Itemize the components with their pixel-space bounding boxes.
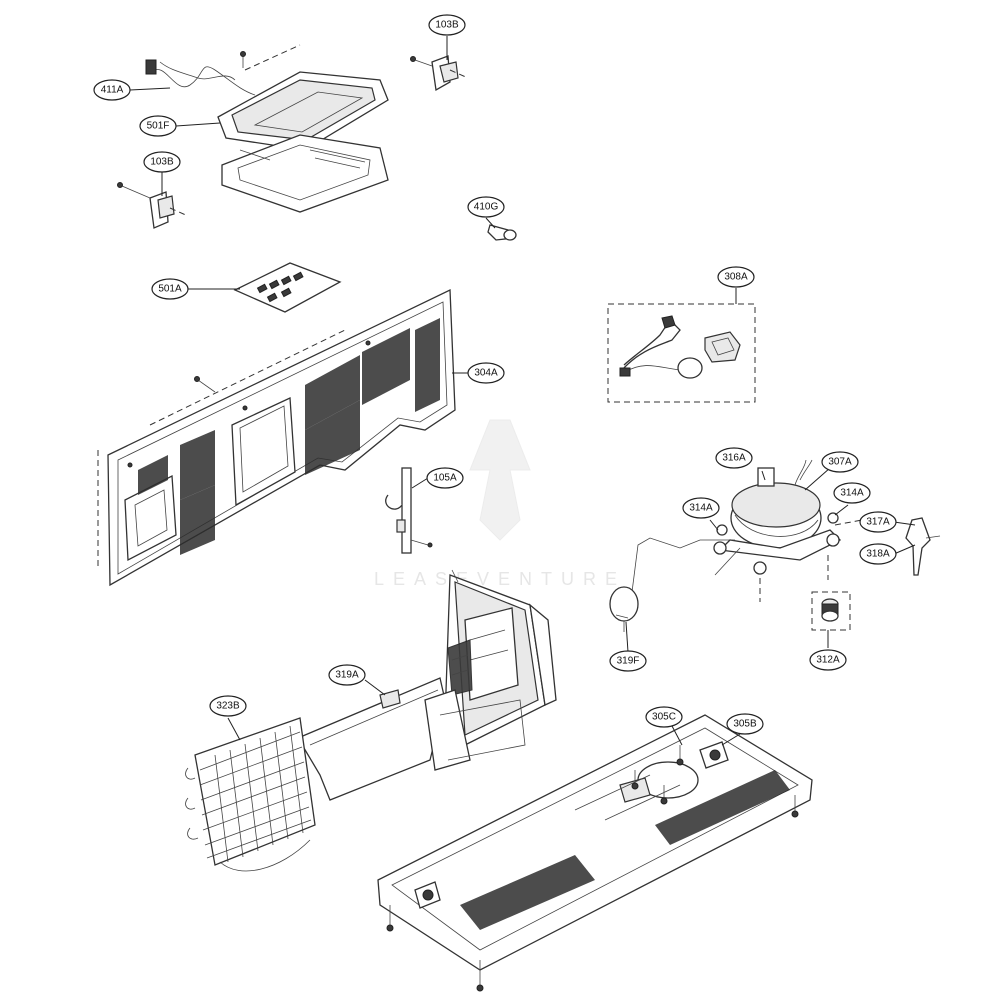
grommet-312A xyxy=(811,591,851,631)
callout-label: 312A xyxy=(816,655,840,666)
callout-501A: 501A xyxy=(151,278,189,300)
callout-label: 318A xyxy=(866,549,890,560)
control-panel-cover-501F xyxy=(217,44,389,213)
callout-label: 103B xyxy=(150,157,174,168)
callout-314A-right: 314A xyxy=(833,482,871,504)
callout-305C: 305C xyxy=(645,706,683,728)
watermark-text: LEASEVENTURE xyxy=(374,569,626,589)
relay-kit-308A xyxy=(607,303,756,403)
drain-tube-105A xyxy=(385,467,433,554)
callout-105A: 105A xyxy=(426,467,464,489)
drier-319F xyxy=(609,586,639,632)
callout-label: 314A xyxy=(840,488,864,499)
watermark: LEASEVENTURE xyxy=(374,419,626,589)
fan-housing-319A xyxy=(297,569,557,801)
callout-label: 319A xyxy=(335,670,359,681)
callout-label: 501A xyxy=(158,284,182,295)
callout-label: 314A xyxy=(689,503,713,514)
base-plate xyxy=(377,714,813,992)
callout-label: 305B xyxy=(733,719,757,730)
callout-label: 105A xyxy=(433,473,457,484)
power-cord-411A xyxy=(145,59,256,96)
valve-317A-318A xyxy=(905,517,941,576)
callout-label: 308A xyxy=(724,272,748,283)
callout-103B-upper: 103B xyxy=(428,14,466,36)
callout-label: 316A xyxy=(722,453,746,464)
callout-319F: 319F xyxy=(609,650,647,672)
callout-410G: 410G xyxy=(467,196,505,218)
callout-501F: 501F xyxy=(139,115,177,137)
bracket-103B-lower xyxy=(117,182,189,229)
callout-label: 323B xyxy=(216,701,240,712)
callout-label: 103B xyxy=(435,20,459,31)
callout-314A-left: 314A xyxy=(682,497,720,519)
callout-label: 307A xyxy=(828,457,852,468)
callout-308A: 308A xyxy=(717,266,755,288)
callout-304A: 304A xyxy=(467,362,505,384)
callout-323B: 323B xyxy=(209,695,247,717)
callout-label: 317A xyxy=(866,517,890,528)
callout-103B-lower: 103B xyxy=(143,151,181,173)
plug-410G xyxy=(487,224,517,241)
bracket-103B-upper xyxy=(410,55,469,92)
callout-label: 305C xyxy=(652,712,676,723)
callout-label: 319F xyxy=(617,656,640,667)
screw-top xyxy=(240,51,246,68)
callout-label: 501F xyxy=(147,121,170,132)
callout-319A: 319A xyxy=(328,664,366,686)
callout-317A: 317A xyxy=(859,511,897,533)
callout-305B: 305B xyxy=(726,713,764,735)
callout-316A: 316A xyxy=(715,447,753,469)
condenser-coil-323B xyxy=(185,717,316,872)
callout-318A: 318A xyxy=(859,543,897,565)
pcb-501A xyxy=(233,262,342,313)
compressor-307A xyxy=(631,459,863,602)
callout-312A: 312A xyxy=(809,649,847,671)
callout-label: 411A xyxy=(101,85,124,96)
back-panel-vents xyxy=(138,318,440,555)
callout-307A: 307A xyxy=(821,451,859,473)
callout-label: 304A xyxy=(474,368,498,379)
back-panel-304A xyxy=(97,288,456,587)
base-vents xyxy=(460,770,790,930)
callout-label: 410G xyxy=(474,202,499,213)
callout-411A: 411A xyxy=(93,79,131,101)
leader-lines xyxy=(129,36,916,746)
